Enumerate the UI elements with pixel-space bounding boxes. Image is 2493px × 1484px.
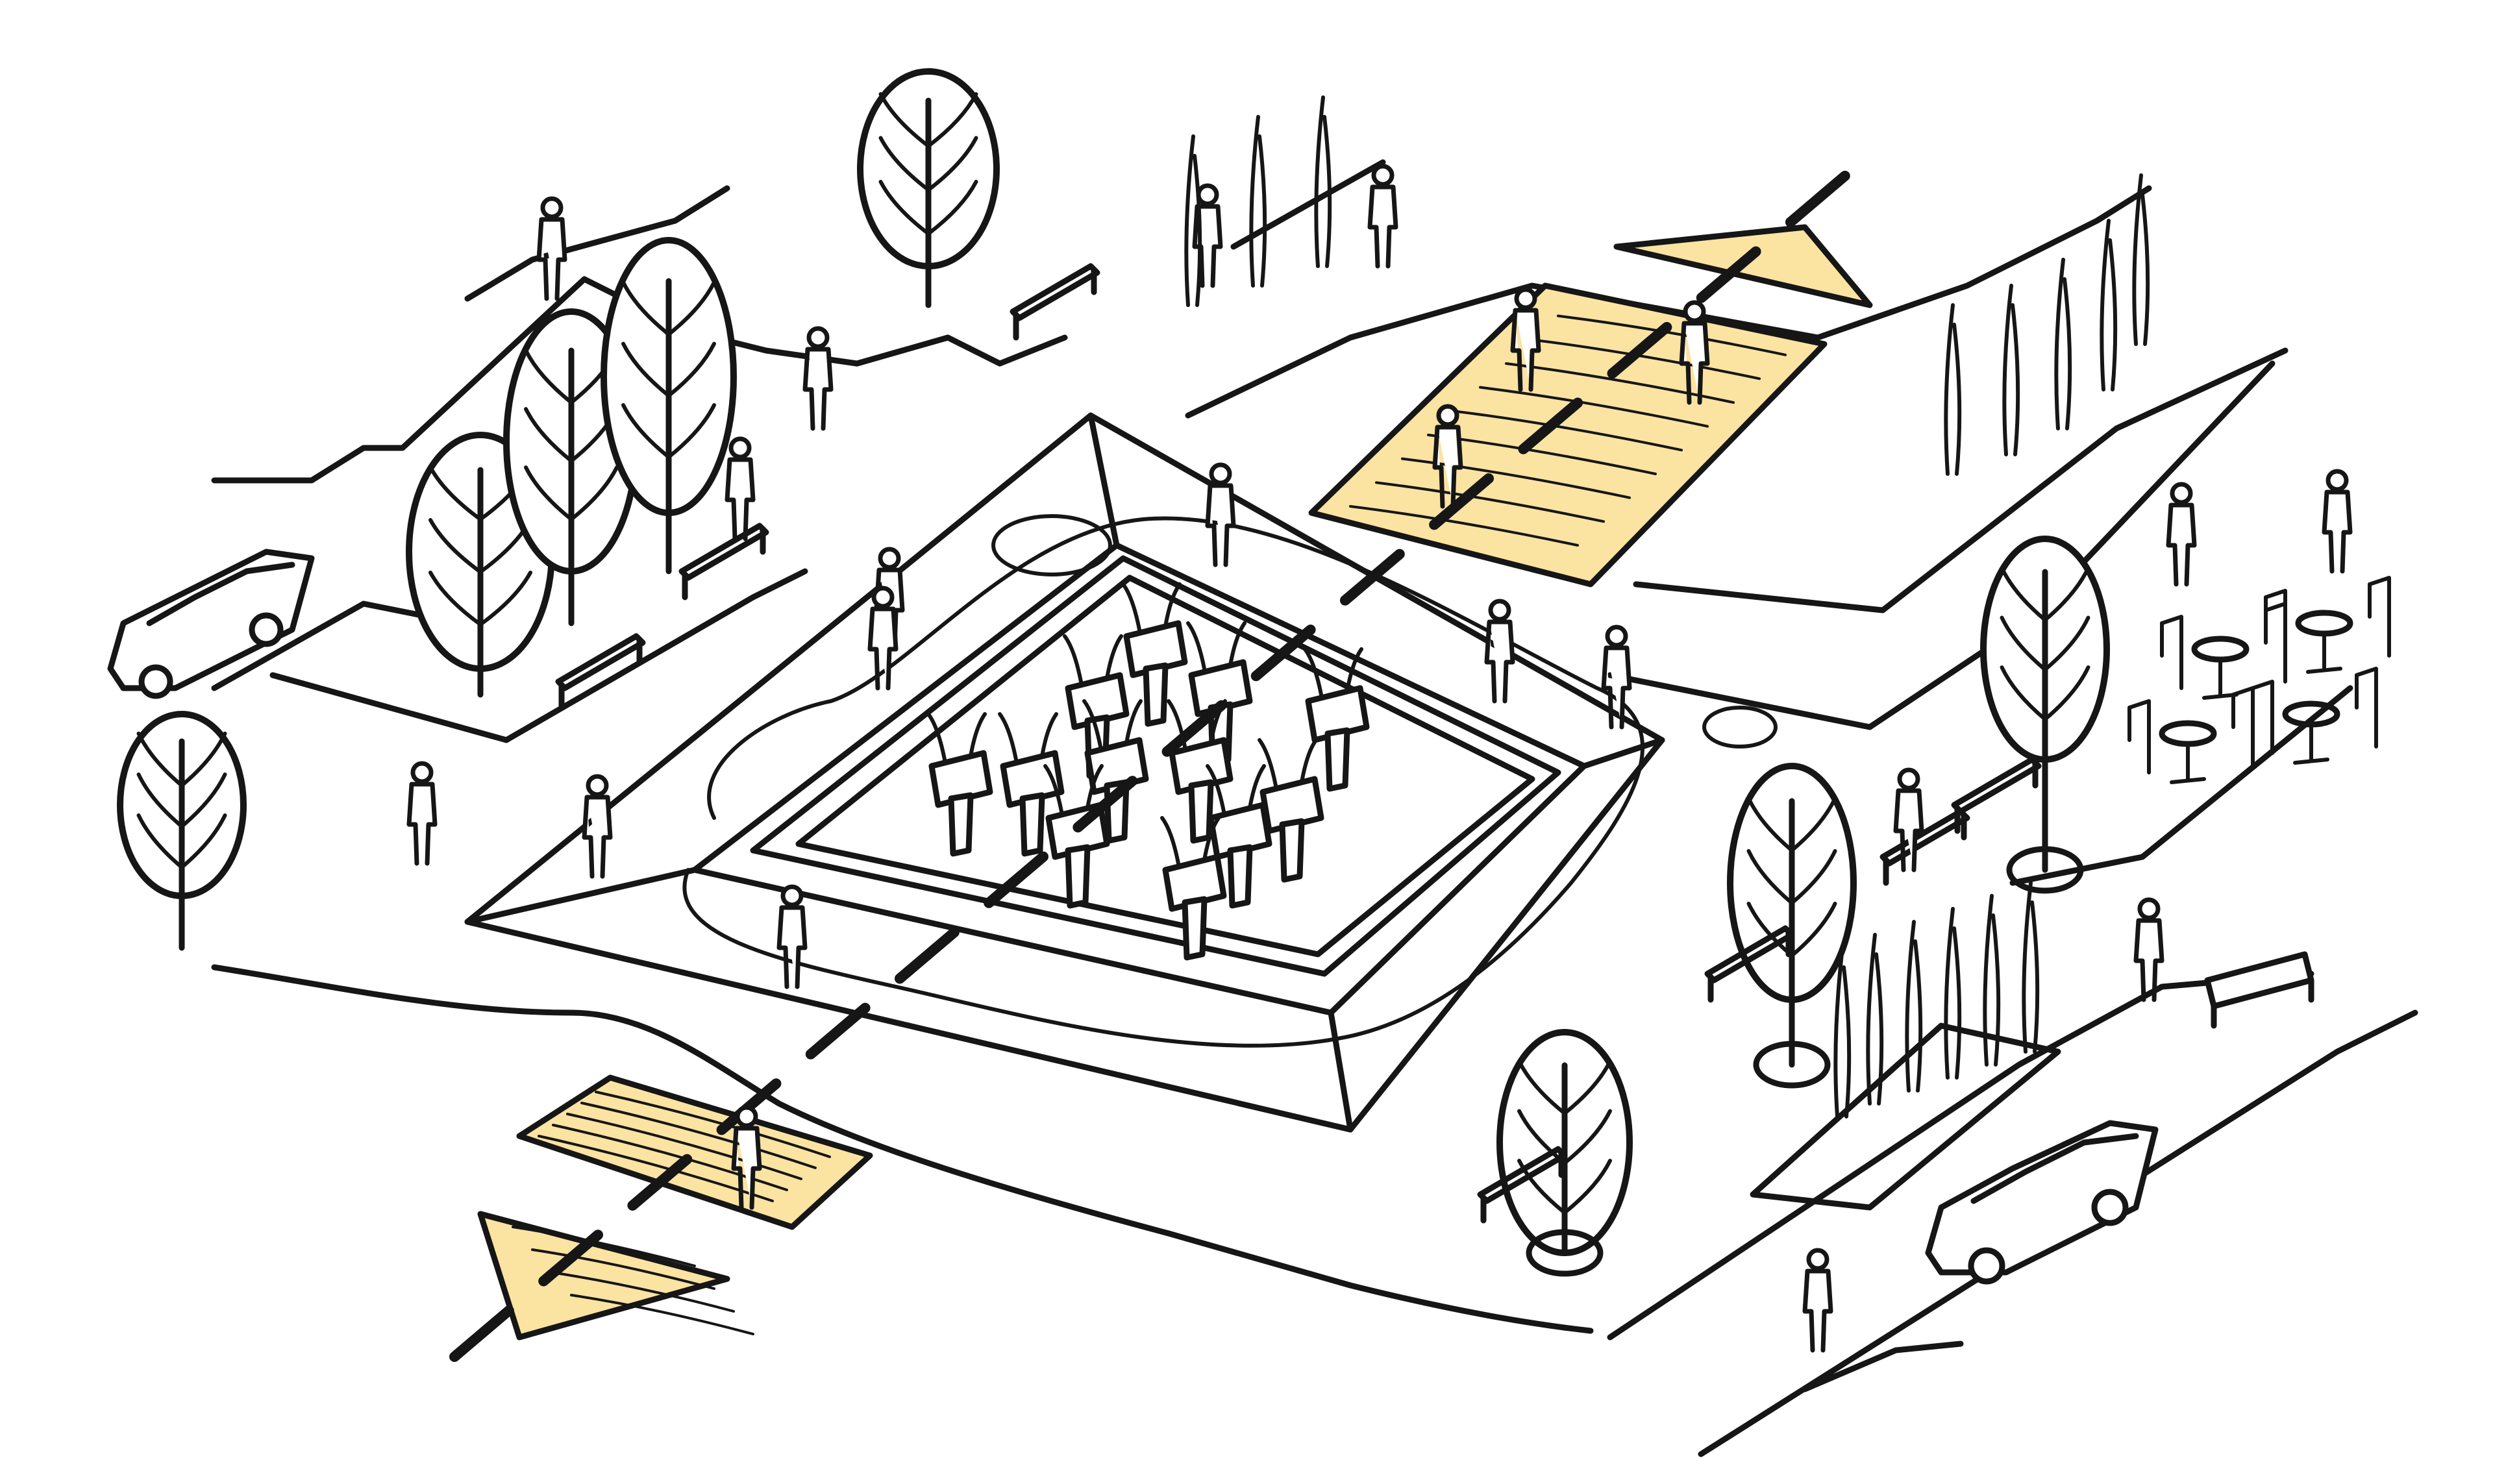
bench-4 (1477, 1146, 1568, 1224)
plaza-water-edge (682, 516, 1645, 1048)
trees (117, 68, 2110, 1277)
reed-2 (1249, 115, 1267, 288)
bench-2 (678, 523, 769, 600)
fountain-sculptures (926, 582, 1370, 961)
plaza-pool-left (991, 514, 1112, 576)
person-2 (802, 326, 834, 431)
sculpture-block-9 (1206, 764, 1272, 909)
reed-10 (1866, 933, 1884, 1106)
sculpture-block-10 (1160, 816, 1227, 961)
car-left (107, 549, 315, 699)
person-13 (1601, 625, 1632, 730)
bench-7 (1951, 756, 2042, 834)
reed-8 (2132, 173, 2150, 346)
people (406, 164, 2353, 1353)
plaza-bevel-1 (464, 867, 698, 925)
left-lower-edge (269, 568, 808, 743)
right-street-far (1698, 1009, 2418, 1457)
reed-11 (1905, 920, 1923, 1093)
tree-7 (1727, 763, 1857, 1089)
plaza-inner-top (795, 575, 1535, 958)
cafe-seating (2127, 576, 2391, 784)
sculpture-block-7 (926, 712, 993, 857)
reed-5 (2002, 284, 2020, 456)
reed-12 (1944, 907, 1962, 1080)
reed-3 (1314, 95, 1332, 268)
tree-8 (1980, 536, 2110, 894)
bench-box-right (2204, 951, 2314, 1029)
person-9 (1367, 164, 1398, 269)
bench-6 (1879, 808, 1970, 886)
reed-13 (1983, 894, 2001, 1067)
person-15 (1484, 599, 1515, 704)
bench-3 (555, 633, 646, 711)
sculpture-block-2 (1121, 582, 1188, 727)
reed-4 (1944, 303, 1962, 476)
plaza-inner-step (750, 555, 1561, 977)
bench-1 (1010, 263, 1100, 341)
tall-reeds (1184, 95, 2150, 1119)
car-right (1925, 1120, 2159, 1285)
plaza-pool-right (1702, 706, 1778, 748)
cafe-table-4 (2251, 667, 2378, 765)
tree-1 (117, 711, 247, 951)
person-1 (536, 196, 567, 301)
reed-14 (2022, 881, 2040, 1054)
deck-upper (1308, 282, 1828, 587)
right-cafe-edge (2009, 685, 2353, 886)
reed-9 (1833, 946, 1852, 1119)
person-7 (867, 586, 899, 691)
reed-6 (2054, 258, 2072, 430)
right-block-edge (1607, 360, 2276, 730)
deck-lower-arrow (477, 1211, 730, 1341)
cafe-table-3 (2127, 686, 2255, 784)
upper-road-2 (1185, 185, 2152, 419)
sculpture-block-11 (1303, 647, 1370, 792)
central-plaza (464, 412, 1778, 1133)
cafe-table-2 (2264, 576, 2391, 674)
sculpture-block-4 (998, 712, 1065, 857)
tree-4 (601, 237, 737, 575)
person-3 (725, 436, 756, 541)
right-block-upper (1633, 347, 2288, 613)
person-20 (731, 1105, 762, 1210)
left-street-edge (211, 600, 432, 691)
front-curb (211, 964, 1594, 1334)
cafe-table-1 (2160, 602, 2287, 700)
central-axis-dashed (449, 144, 1881, 1362)
person-22 (2133, 897, 2164, 1002)
person-21 (776, 884, 808, 989)
person-10 (1510, 287, 1541, 392)
benches (555, 263, 2042, 1224)
upper-road (1230, 159, 1386, 250)
plaza-bevel-4 (1328, 1009, 1354, 1133)
left-upper-path (464, 185, 730, 302)
person-11 (1679, 300, 1710, 405)
planter-box (1750, 1022, 2061, 1211)
person-4 (582, 774, 613, 879)
reed-7 (2100, 219, 2118, 391)
bench-5 (1704, 925, 1795, 1003)
person-12 (1432, 404, 1463, 509)
plaza-bevel-3 (1581, 737, 1665, 769)
person-5 (406, 761, 438, 866)
reed-1 (1184, 134, 1202, 307)
person-18 (2322, 469, 2353, 574)
person-16 (1205, 462, 1236, 567)
right-curb-lower (1802, 1341, 1964, 1392)
person-19 (1802, 1248, 1833, 1353)
tree-6 (1496, 1029, 1633, 1277)
tree-5 (857, 68, 1000, 308)
sculpture-block-8 (1258, 738, 1324, 883)
person-14 (1893, 767, 1924, 872)
cars (107, 549, 2314, 1285)
person-17 (2166, 482, 2197, 587)
street-outlines (211, 159, 2418, 1457)
